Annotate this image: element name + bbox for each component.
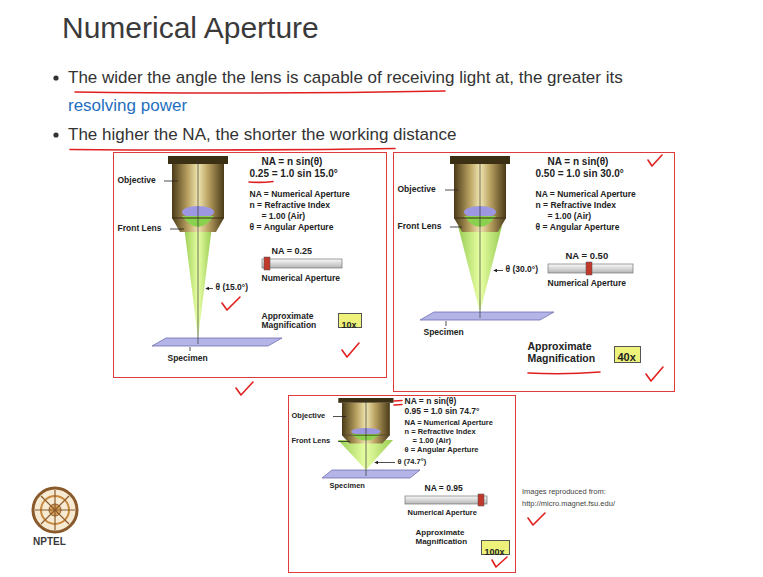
bullet-text: The higher the NA, the shorter the worki… — [68, 123, 456, 147]
drawing-rect — [405, 496, 487, 504]
definition: θ = Angular Aperture — [250, 223, 334, 233]
drawing-line — [198, 158, 199, 344]
drawing-line — [164, 181, 178, 182]
drawing-line — [450, 227, 462, 228]
drawing-circle — [53, 75, 58, 80]
slider-label: Numerical Aperture — [548, 279, 627, 289]
drawing-path — [236, 382, 253, 395]
definition: n = Refractive Index — [405, 428, 476, 437]
drawing-polygon — [322, 470, 420, 478]
drawing-path — [492, 557, 507, 567]
drawing-line — [206, 288, 213, 289]
part-label: Specimen — [424, 328, 464, 338]
part-label: Front Lens — [118, 224, 162, 234]
magnification-label: Approximate Magnification — [528, 340, 610, 364]
definition: NA = Numerical Aperture — [536, 190, 636, 200]
angle-label: θ (30.0°) — [506, 265, 539, 275]
logo-text: NPTEL — [33, 536, 66, 548]
na-panel: NA = n sin(θ)0.25 = 1.0 sin 15.0° NA = Nu… — [113, 152, 387, 378]
definition: NA = Numerical Aperture — [405, 419, 493, 428]
part-label: Specimen — [330, 482, 365, 491]
part-label: Objective — [292, 412, 326, 421]
drawing-path — [394, 404, 402, 406]
credit-text: Images reproduced from: — [522, 488, 606, 497]
drawing-line — [190, 347, 191, 351]
formula: NA = n sin(θ) — [405, 397, 457, 407]
magnification-badge: 40x — [614, 346, 641, 363]
drawing-line — [338, 441, 350, 442]
formula-values: 0.50 = 1.0 sin 30.0° — [536, 168, 624, 180]
magnification-value: 40x — [615, 350, 639, 365]
magnification-badge: 10x — [338, 313, 362, 328]
slider-label: Numerical Aperture — [408, 509, 477, 518]
definition: n = Refractive Index — [250, 201, 331, 211]
na-panel: NA = n sin(θ)0.50 = 1.0 sin 30.0° NA = Nu… — [393, 152, 675, 392]
magnification-value: 100x — [482, 546, 508, 558]
drawing-circle — [33, 488, 77, 532]
drawing-line — [41, 496, 69, 524]
drawing-path — [75, 91, 445, 93]
drawing-line — [333, 416, 346, 417]
drawing-line — [41, 496, 69, 524]
slide-title: Numerical Aperture — [62, 10, 319, 46]
drawing-path — [528, 372, 600, 374]
drawing-line — [480, 158, 481, 318]
part-label: Front Lens — [292, 437, 331, 446]
angle-label: θ (74.7°) — [398, 458, 427, 467]
part-label: Objective — [118, 176, 156, 186]
formula-values: 0.95 = 1.0 sin 74.7° — [405, 407, 480, 417]
drawing-rect — [478, 494, 484, 506]
definition: NA = Numerical Aperture — [250, 190, 350, 200]
drawing-path — [394, 400, 402, 402]
drawing-path — [648, 155, 662, 166]
formula: NA = n sin(θ) — [262, 156, 323, 168]
drawing-rect — [264, 257, 270, 270]
magnification-badge: 100x — [481, 540, 510, 555]
drawing-line — [445, 190, 458, 191]
drawing-polygon — [152, 338, 282, 346]
drawing-path — [528, 513, 545, 525]
part-label: Front Lens — [398, 222, 442, 232]
drawing-line — [446, 321, 447, 326]
drawing-circle — [53, 132, 58, 137]
drawing-line — [170, 229, 184, 230]
drawing-polygon — [338, 440, 393, 470]
definition: = 1.00 (Air) — [262, 212, 306, 222]
drawing-line — [494, 270, 503, 271]
magnification-label: Approximate Magnification — [262, 312, 334, 332]
slider-label: Numerical Aperture — [262, 274, 341, 284]
angle-label: θ (15.0°) — [216, 283, 249, 293]
formula-values: 0.25 = 1.0 sin 15.0° — [250, 168, 338, 180]
na-value: NA = 0.95 — [425, 484, 463, 494]
bullet-text: The wider the angle the lens is capable … — [68, 66, 623, 90]
credit-url: http://micro.magnet.fsu.edu/ — [522, 500, 615, 509]
drawing-polygon — [420, 312, 554, 320]
magnification-value: 10x — [339, 319, 360, 331]
definition: θ = Angular Aperture — [536, 223, 620, 233]
drawing-line — [366, 400, 367, 476]
definition: θ = Angular Aperture — [405, 446, 479, 455]
definition: = 1.00 (Air) — [548, 212, 592, 222]
drawing-path — [249, 181, 273, 183]
na-value: NA = 0.50 — [566, 251, 609, 262]
drawing-line — [375, 462, 395, 463]
na-value: NA = 0.25 — [272, 246, 312, 256]
drawing-rect — [586, 262, 592, 275]
drawing-path — [646, 367, 663, 381]
highlight-term: resolving power — [68, 94, 187, 118]
definition: n = Refractive Index — [536, 201, 617, 211]
part-label: Specimen — [168, 354, 208, 364]
definition: = 1.00 (Air) — [413, 437, 452, 446]
drawing-path — [70, 149, 395, 151]
drawing-g — [70, 91, 663, 567]
na-panel: NA = n sin(θ)0.95 = 1.0 sin 74.7° NA = Nu… — [288, 395, 516, 573]
drawing-rect — [262, 259, 342, 268]
magnification-label: Approximate Magnification — [416, 528, 478, 546]
formula: NA = n sin(θ) — [548, 156, 609, 168]
drawing-path — [222, 297, 240, 310]
part-label: Objective — [398, 185, 436, 195]
drawing-path — [342, 343, 359, 357]
